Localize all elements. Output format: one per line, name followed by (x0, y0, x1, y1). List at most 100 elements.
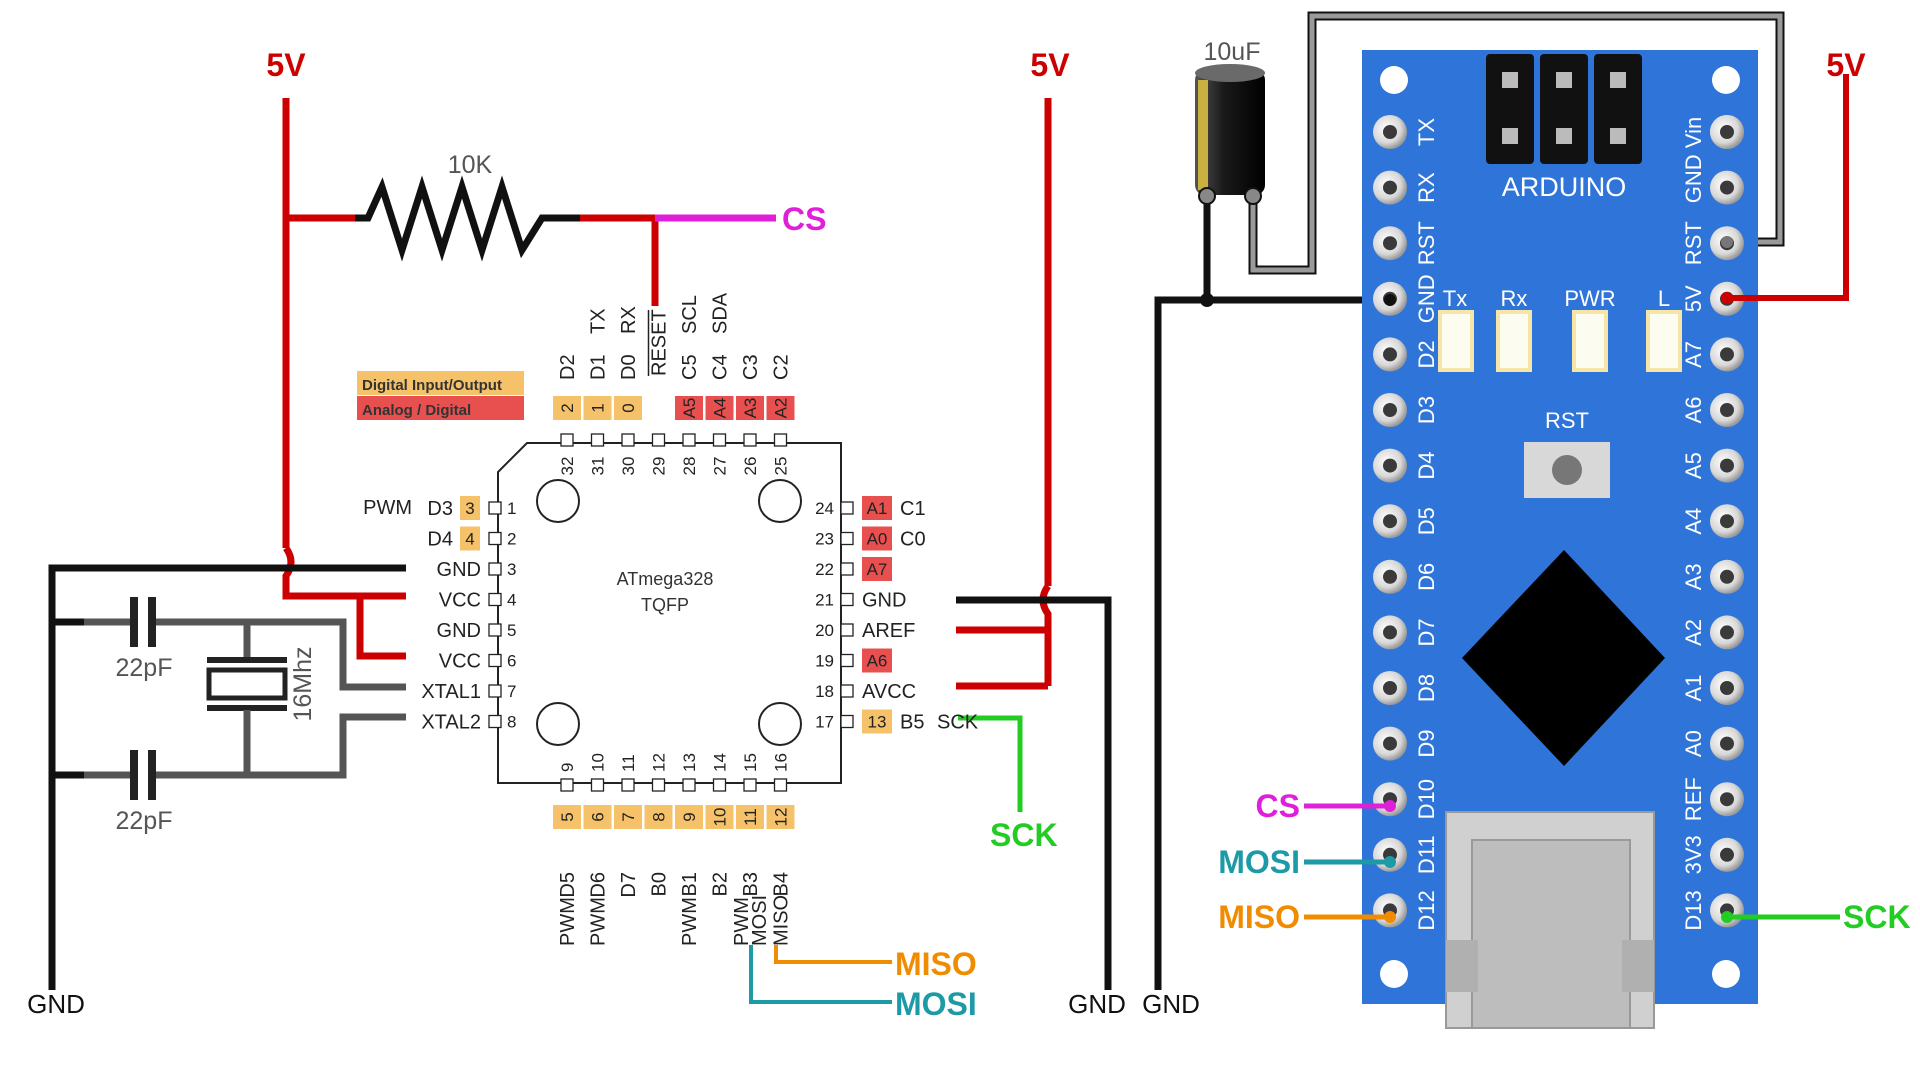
chip-pin-function: RESET (649, 309, 671, 376)
chip-pin-pad (773, 778, 788, 792)
chip-pin-pad (840, 684, 854, 698)
electrolytic-label: 10uF (1204, 38, 1261, 66)
chip-pin-tag (862, 648, 892, 673)
header-pin (1710, 115, 1744, 149)
header-pin (1373, 504, 1407, 539)
chip-pin-tag (614, 805, 642, 829)
chip-pin-tag-label: A5 (680, 398, 699, 419)
chip-pin-label: AVCC (862, 681, 916, 703)
net-cs: CS (782, 201, 826, 237)
header-pin (1710, 448, 1744, 483)
vcc-hop-left (282, 545, 406, 600)
gnd-rail-left (48, 564, 406, 990)
chip-pin-tag (736, 805, 764, 829)
chip-pin-tag-label: A2 (772, 398, 791, 419)
net-gnd-mid: GND (1068, 989, 1126, 1019)
chip-pin-number: 13 (680, 753, 699, 772)
chip-pin-port: B3 (740, 872, 762, 896)
arduino-pin-label: D4 (1414, 452, 1439, 480)
chip-pin-tag (766, 396, 795, 420)
chip-pin-number: 27 (711, 457, 730, 476)
atmega-chip: ATmega328 TQFP 322D2311D1TX300D0RX29RESE… (363, 292, 979, 946)
chip-pin-tag-label: A1 (867, 499, 888, 518)
chip-pin-pad (840, 501, 854, 515)
chip-pin-number: 22 (815, 560, 834, 579)
status-leds: Tx Rx PWR L (1438, 286, 1682, 372)
arduino-pin-label: GND (1414, 274, 1439, 323)
header-pin (1373, 226, 1407, 261)
chip-pin-tag (862, 557, 892, 581)
chip-pin-tag (583, 396, 612, 420)
arduino-pin-label: D10 (1414, 779, 1439, 819)
header-pin (1710, 337, 1744, 372)
arduino-pin-label: A3 (1681, 563, 1706, 590)
chip-pin-pad (773, 433, 788, 447)
header-pin (1710, 837, 1744, 872)
gnd-arduino-wire (1154, 296, 1389, 990)
chip-pin-pad (743, 778, 757, 792)
ard-5v-wire (1727, 74, 1849, 301)
arduino-pin-label: D7 (1414, 618, 1439, 646)
middle-wiring (749, 98, 1112, 1004)
chip-pin-tag (675, 805, 703, 829)
arduino-pin-label: D3 (1414, 396, 1439, 424)
header-pin (1373, 115, 1407, 149)
chip-pin-pad (560, 433, 574, 447)
reset-button[interactable]: RST (1524, 408, 1610, 498)
chip-pin-function: MOSI (749, 895, 771, 946)
chip-pin-tag-label: 2 (558, 403, 577, 412)
resistor-zigzag (355, 175, 580, 262)
arduino-pin-label: A4 (1681, 508, 1706, 535)
arduino-pin-label: D13 (1681, 890, 1706, 930)
reset-button-label: RST (1545, 408, 1589, 433)
chip-pin-number: 1 (507, 499, 516, 518)
gnd-rail-mid (956, 596, 1112, 990)
arduino-board: 10uF ARDUINO Tx Rx PWR (1154, 11, 1911, 1029)
vcc-to-pin6 (356, 596, 406, 660)
arduino-pin-label: D5 (1414, 507, 1439, 535)
ard-net-cs: CS (1256, 788, 1300, 824)
chip-pin-number: 32 (558, 457, 577, 476)
chip-pin-label: VCC (439, 651, 481, 673)
chip-pin-number: 31 (589, 457, 608, 476)
arduino-pin-label: A6 (1681, 397, 1706, 424)
net-sck: SCK (990, 817, 1058, 853)
header-pin (1373, 615, 1407, 650)
arduino-pin-label: D2 (1414, 340, 1439, 368)
chip-pin-tag-label: 10 (711, 808, 730, 827)
header-pin (1710, 726, 1744, 761)
arduino-pin-label: 5V (1681, 285, 1706, 312)
chip-pin-pad (712, 433, 727, 447)
chip-pin-tag-label: 8 (650, 812, 669, 821)
chip-pin-number: 7 (507, 682, 516, 701)
chip-pin-port: D0 (618, 354, 640, 380)
chip-pin-pad (488, 623, 502, 637)
chip-pin-pad (488, 714, 502, 729)
chip-pin-port: C4 (710, 354, 732, 380)
chip-pin-tag-label: 0 (619, 403, 638, 412)
arduino-pin-label: 3V3 (1681, 835, 1706, 874)
chip-pin-label: D4 (427, 529, 453, 551)
chip-pin-number: 18 (815, 682, 834, 701)
led-pwr-label: PWR (1564, 286, 1615, 311)
resistor-label: 10K (448, 151, 493, 179)
chip-pin-pad (840, 531, 854, 546)
chip-pin-pad (488, 501, 502, 515)
chip-pin-number: 2 (507, 530, 516, 549)
arduino-pin-label: RX (1414, 172, 1439, 203)
chip-pin-function: RX (618, 306, 640, 334)
header-pin (1373, 448, 1407, 483)
chip-pin-port: D2 (557, 354, 579, 380)
chip-pin-number: 15 (741, 753, 760, 772)
chip-pins: 322D2311D1TX300D0RX29RESET28A5C5SCL27A4C… (363, 292, 979, 946)
chip-pin-pad (488, 592, 502, 607)
chip-pin-label: GND (862, 590, 906, 612)
chip-pin-pad (682, 433, 696, 447)
chip-pin-port: B2 (710, 872, 732, 896)
ard-net-sck: SCK (1843, 899, 1911, 935)
electrolytic-capacitor (1195, 64, 1265, 205)
chip-pin-tag-label: 7 (619, 812, 638, 821)
net-mosi: MOSI (895, 986, 977, 1022)
mosi-wire (749, 945, 892, 1004)
